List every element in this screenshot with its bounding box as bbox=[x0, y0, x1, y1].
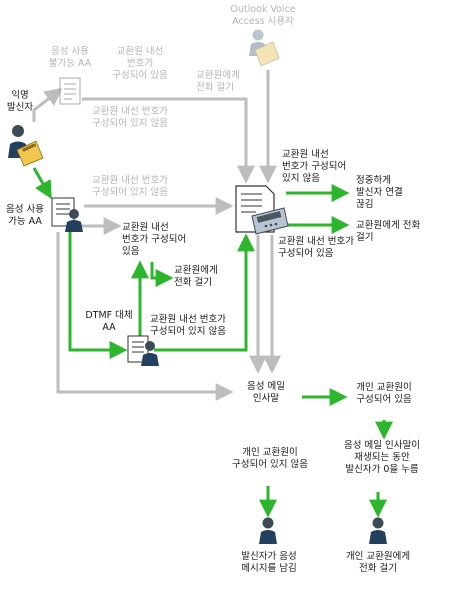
transfer-to-operator-label: 교환원에게 전화 걸기 bbox=[356, 220, 421, 243]
voice-access-user-label: Outlook Voice Access 사용자 bbox=[230, 4, 296, 27]
anonymous-caller-icon bbox=[8, 125, 44, 167]
connector-dtmf-to-processor bbox=[154, 233, 255, 352]
connector-disabled-aa-to-processor bbox=[82, 97, 255, 184]
personal-operator-not-configured-label: 개인 교환원이 구성되어 있지 않음 bbox=[232, 447, 308, 470]
dtmf-aa-icon bbox=[127, 335, 159, 366]
center-operator-not-configured-label: 교환원 내선 번호가 구성되어 있지 않음 bbox=[282, 149, 347, 184]
speech-enabled-aa-label: 음성 사용 가능 AA bbox=[6, 204, 44, 227]
dtmf-operator-not-configured-label: 교환원 내선 번호가 구성되어 있지 않음 bbox=[150, 314, 226, 337]
caller-leaves-message-icon bbox=[259, 517, 277, 544]
center-operator-configured-label: 교환원 내선 번호가 구성되어 있음 bbox=[278, 236, 354, 259]
aa-transfer-operator-label: 교환원에게 전화 걸기 bbox=[174, 265, 218, 288]
transfer-personal-operator-label: 개인 교환원에게 전화 걸기 bbox=[345, 551, 411, 574]
voicemail-greeting-label: 음성 메일 인사말 bbox=[247, 381, 285, 404]
politely-disconnect-label: 정중하게 발신자 연결 끊김 bbox=[356, 175, 403, 210]
connector-aa-configured-to-transfer bbox=[150, 262, 174, 287]
anonymous-caller-label: 익명 발신자 bbox=[6, 90, 34, 113]
connector-caller-to-speech-aa bbox=[32, 167, 52, 200]
personal-operator-icon bbox=[369, 517, 387, 544]
aa-operator-configured-label: 교환원 내선 번호가 구성되어 있음 bbox=[122, 222, 187, 257]
top-transfer-operator-label: 교환원에게 전화 걸기 bbox=[196, 70, 240, 93]
connector-speech-aa-to-voicemail bbox=[56, 232, 234, 401]
caller-leaves-message-label: 발신자가 음성 메시지를 남김 bbox=[241, 551, 297, 574]
connector-speech-aa-to-dtmf bbox=[68, 232, 128, 359]
central-processor-icon bbox=[235, 185, 289, 235]
voice-access-user-icon bbox=[249, 29, 280, 67]
connector-caller-to-disabled-aa bbox=[32, 87, 63, 122]
personal-operator-configured-label: 개인 교환원이 구성되어 있음 bbox=[356, 382, 412, 405]
speech-aa-icon bbox=[51, 197, 83, 232]
top-operator-not-configured-label: 교환원 내선 번호가 구성되어 있지 않음 bbox=[92, 106, 168, 129]
dtmf-fallback-aa-label: DTMF 대체 AA bbox=[85, 310, 133, 333]
disabled-aa-icon bbox=[59, 77, 81, 105]
top-operator-configured-label: 교환원 내선 번호가 구성되어 있음 bbox=[112, 46, 168, 81]
press-zero-label: 음성 메일 인사말이 재생되는 동안 발신자가 0을 누름 bbox=[344, 440, 420, 475]
speech-disabled-aa-label: 음성 사용 불가능 AA bbox=[48, 46, 92, 69]
mid-operator-not-configured-label: 교환원 내선 번호가 구성되어 있지 않음 bbox=[92, 175, 168, 198]
